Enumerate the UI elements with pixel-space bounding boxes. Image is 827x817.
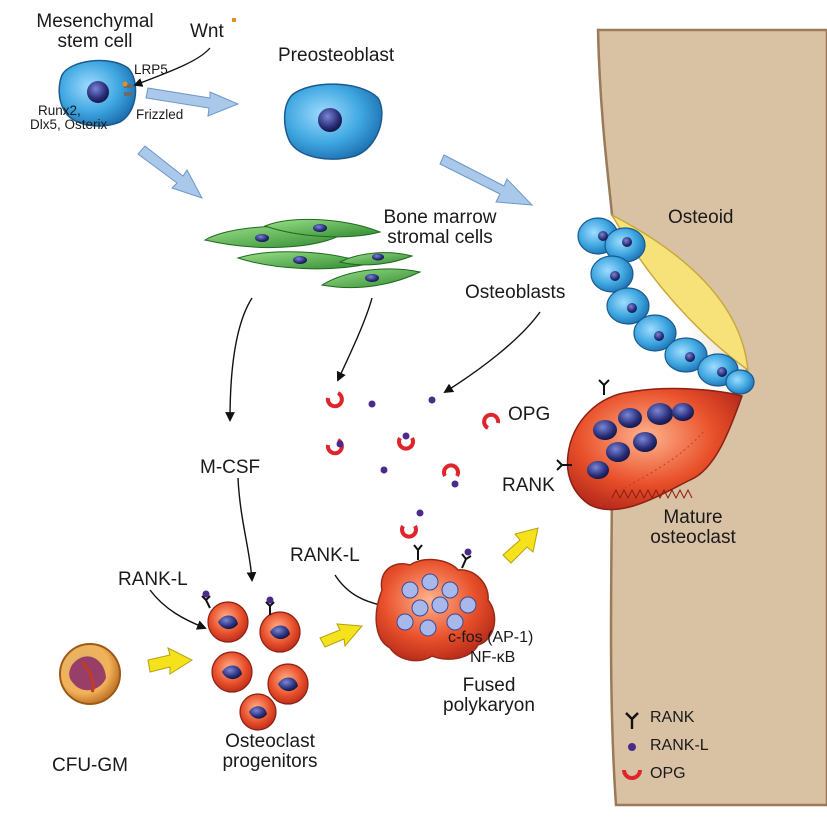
transcription-factors-label: Runx2, Dlx5, Osterix xyxy=(30,103,108,133)
stromal-label: Bone marrow stromal cells xyxy=(350,208,530,248)
wnt-ligand xyxy=(232,18,236,22)
stromal-cells xyxy=(203,218,422,289)
lrp5-label: LRP5 xyxy=(134,62,168,77)
mesenchymal-stem-cell xyxy=(58,59,137,127)
rankl-left-label: RANK-L xyxy=(118,569,188,590)
rank-label: RANK xyxy=(502,475,555,496)
runx2-label-line1: Runx2, xyxy=(38,103,81,118)
progenitors-label-line2: progenitors xyxy=(222,750,318,772)
fused-polykaryon-cell xyxy=(375,544,496,662)
fused-polykaryon-label: Fused polykaryon xyxy=(414,676,564,716)
wnt-arrow xyxy=(133,47,211,87)
differentiation-arrows xyxy=(137,87,534,206)
osteoblasts-label: Osteoblasts xyxy=(465,282,566,303)
stromal-label-line2: stromal cells xyxy=(387,226,493,248)
rankl-mid-label: RANK-L xyxy=(290,545,360,566)
runx2-label-line2: Dlx5, Osterix xyxy=(30,117,108,133)
cfu-gm-cell xyxy=(59,643,121,705)
preosteoblast-cell xyxy=(283,83,383,160)
mcsf-label: M-CSF xyxy=(200,457,261,478)
maturation-arrows xyxy=(147,527,539,675)
legend-rank: RANK xyxy=(650,709,695,726)
legend-symbols xyxy=(622,712,642,780)
msc-label-line2: stem cell xyxy=(57,30,133,52)
stromal-label-line1: Bone marrow xyxy=(383,207,497,228)
legend-opg: OPG xyxy=(650,765,686,782)
progenitors-label-line1: Osteoclast xyxy=(225,731,315,752)
wnt-label: Wnt xyxy=(190,21,224,42)
mature-label-line1: Mature xyxy=(663,507,723,528)
cfu-gm-label: CFU-GM xyxy=(52,755,128,776)
mature-osteoclast-cell xyxy=(556,379,743,511)
osteoid-label: Osteoid xyxy=(668,207,734,228)
osteoclast-progenitors-label: Osteoclast progenitors xyxy=(195,732,345,772)
osteoclast-progenitor-cells xyxy=(201,590,309,731)
legend-rankl: RANK-L xyxy=(650,737,709,754)
msc-label: Mesenchymal stem cell xyxy=(20,12,170,52)
fused-label-line2: polykaryon xyxy=(443,694,535,716)
frizzled-label: Frizzled xyxy=(136,107,184,122)
opg-label: OPG xyxy=(508,404,551,425)
mature-osteoclast-label: Mature osteoclast xyxy=(628,508,758,548)
osteoid-layer xyxy=(610,213,749,372)
signaling-molecules xyxy=(325,391,501,539)
fused-label-line1: Fused xyxy=(462,675,516,696)
nfkb-label: NF-κB xyxy=(470,649,516,666)
preosteoblast-label: Preosteoblast xyxy=(278,45,395,66)
osteoblast-cells xyxy=(577,217,755,395)
pathway-arrows xyxy=(149,297,541,630)
cfos-label: c-fos (AP-1) xyxy=(448,629,534,646)
mature-label-line2: osteoclast xyxy=(650,526,736,548)
msc-label-line1: Mesenchymal xyxy=(36,11,154,32)
